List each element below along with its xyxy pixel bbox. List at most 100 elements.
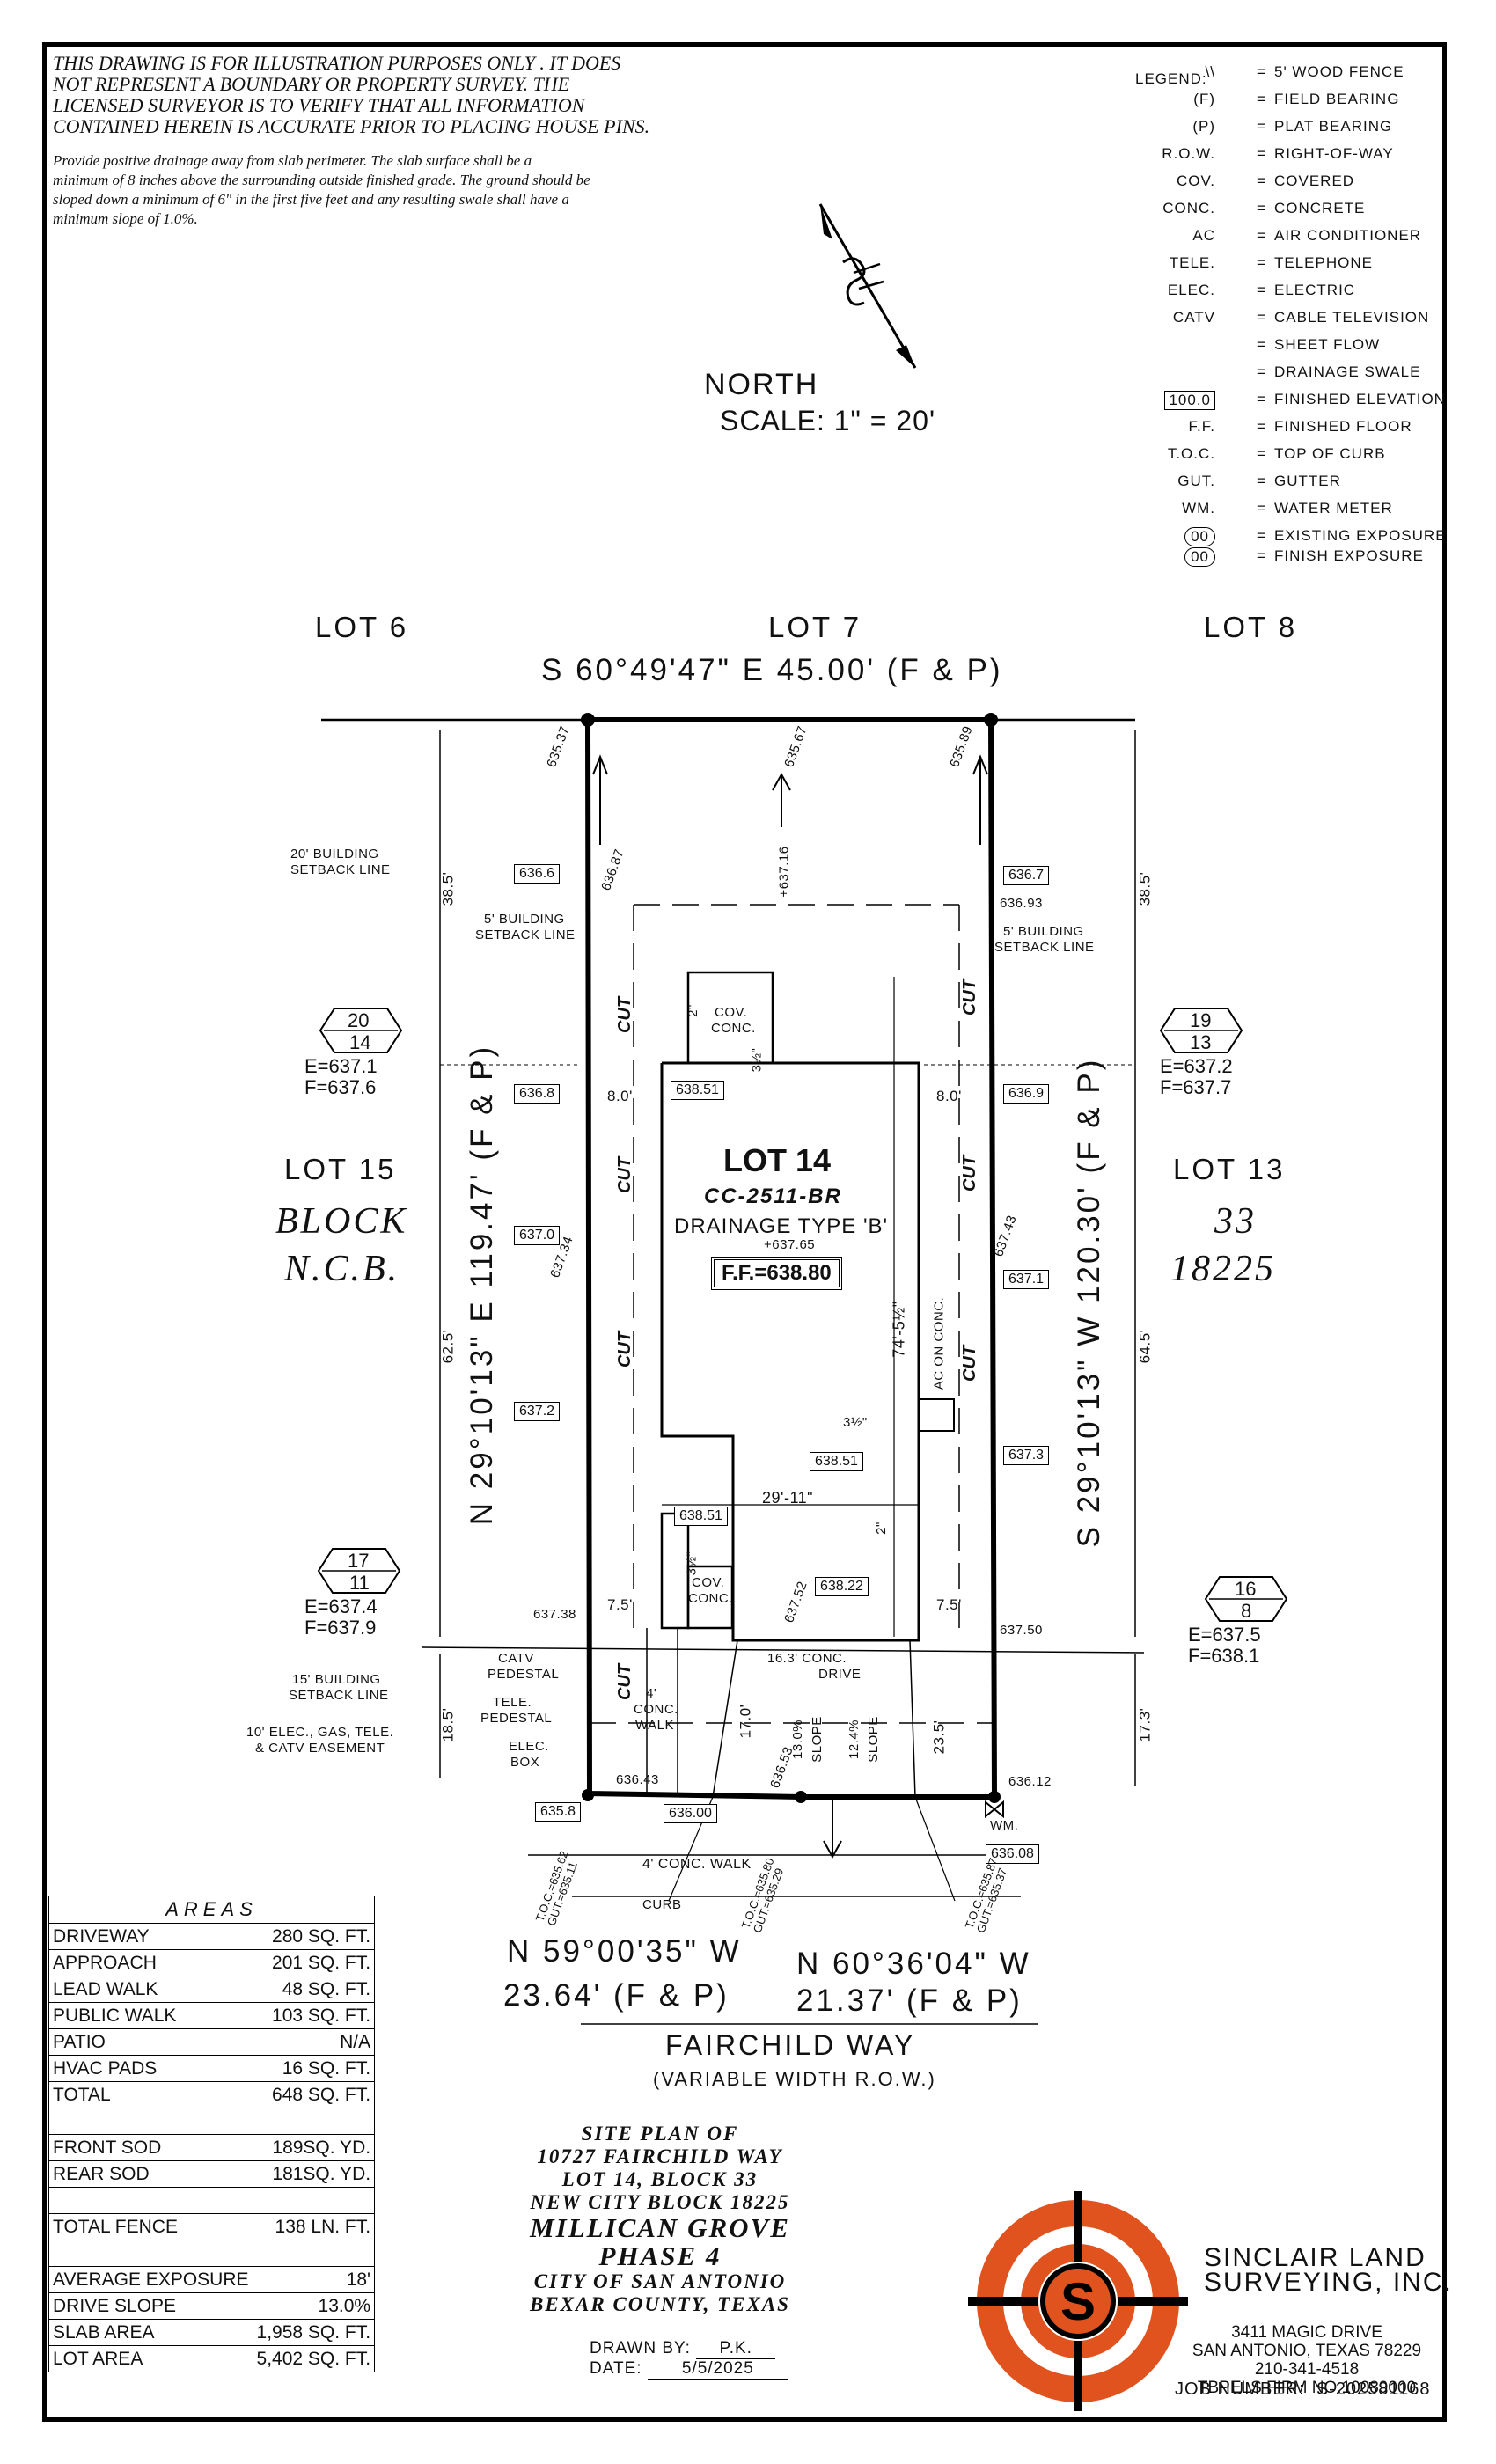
- legend-definition: CABLE TELEVISION: [1274, 309, 1430, 326]
- legend-row: =DRAINAGE SWALE: [1089, 363, 1459, 391]
- areas-value: N/A: [252, 2028, 376, 2056]
- dimension: 29'-11": [762, 1489, 814, 1507]
- areas-value: 1,958 SQ. FT.: [252, 2319, 376, 2346]
- elevation-box: 637.3: [1003, 1446, 1050, 1465]
- exposure-existing: 20: [348, 1009, 370, 1031]
- drive-note: 16.3' CONC.: [767, 1651, 847, 1666]
- ac-note: AC ON CONC.: [931, 1296, 947, 1390]
- bearing-left: N 29°10'13" E 119.47' (F & P): [465, 1044, 499, 1526]
- scale-label: SCALE: 1" = 20': [720, 405, 936, 436]
- tele-note: PEDESTAL: [480, 1711, 553, 1726]
- legend-symbol: CATV: [1172, 309, 1215, 326]
- areas-value: 201 SQ. FT.: [252, 1949, 376, 1976]
- elevation-box: 638.51: [674, 1507, 728, 1526]
- cov-note: COV.: [715, 1005, 748, 1020]
- bearing-bottom-left-1: N 59°00'35" W: [507, 1934, 742, 1969]
- elevation-box: 636.00: [664, 1804, 717, 1823]
- legend-row: R.O.W.=RIGHT-OF-WAY: [1089, 145, 1459, 172]
- elevation-box: 635.8: [535, 1802, 582, 1822]
- legend-definition: COVERED: [1274, 172, 1355, 189]
- exposure-existing: 17: [348, 1550, 370, 1572]
- company-name-line: SINCLAIR LAND: [1204, 2243, 1426, 2272]
- spot-elevation: 636.12: [1008, 1774, 1052, 1789]
- job-number: JOB NUMBER: S-202581168: [1175, 2380, 1431, 2399]
- dimension: 7.5': [607, 1596, 633, 1613]
- disclaimer-line: THIS DRAWING IS FOR ILLUSTRATION PURPOSE…: [53, 52, 621, 74]
- legend-equals: =: [1257, 282, 1266, 298]
- setback-note: 5' BUILDING: [484, 912, 565, 927]
- lot8-label: LOT 8: [1204, 611, 1298, 643]
- slope-note: 12.4%: [847, 1719, 862, 1760]
- drawing-sheet: [42, 42, 1447, 2422]
- dimension: 3½": [749, 1047, 765, 1073]
- disclaimer-line: CONTAINED HEREIN IS ACCURATE PRIOR TO PL…: [53, 115, 650, 137]
- areas-label: SLAB AREA: [48, 2319, 253, 2346]
- spot-elevation: 636.43: [616, 1772, 659, 1787]
- areas-label: TOTAL FENCE: [48, 2213, 253, 2240]
- areas-value: 48 SQ. FT.: [252, 1976, 376, 2003]
- existing-elev: E=637.1: [304, 1055, 378, 1077]
- areas-label: FRONT SOD: [48, 2134, 253, 2161]
- title-line: LOT 14, BLOCK 33: [561, 2168, 759, 2190]
- legend-symbol: CONC.: [1162, 200, 1215, 216]
- legend-row: AC=AIR CONDITIONER: [1089, 227, 1459, 254]
- areas-label: DRIVEWAY: [48, 1923, 253, 1950]
- bearing-right: S 29°10'13" W 120.30' (F & P): [1072, 1057, 1106, 1548]
- spot-elevation: +637.16: [776, 846, 792, 898]
- company-name: SINCLAIR LAND SURVEYING, INC.: [1204, 2243, 1453, 2296]
- easement-note: 10' ELEC., GAS, TELE.: [246, 1725, 394, 1740]
- bearing-bottom-right-1: N 60°36'04" W: [796, 1947, 1031, 1981]
- address-line: SAN ANTONIO, TEXAS 78229: [1192, 2342, 1422, 2360]
- cut-label: CUT: [960, 979, 980, 1016]
- legend-definition: AIR CONDITIONER: [1274, 227, 1422, 244]
- legend-definition: FINISH EXPOSURE: [1274, 547, 1424, 564]
- legend-row: TELE.=TELEPHONE: [1089, 254, 1459, 282]
- setback-note: SETBACK LINE: [289, 1688, 389, 1703]
- water-meter-label: WM.: [990, 1818, 1019, 1833]
- dimension: 62.5': [439, 1329, 457, 1364]
- walk-note: WALK: [635, 1718, 674, 1733]
- elevation-box: 636.9: [1003, 1084, 1050, 1104]
- setback-note: SETBACK LINE: [290, 862, 391, 877]
- finish-elev: F=637.9: [304, 1617, 377, 1639]
- areas-value: [252, 2108, 376, 2135]
- lot14-drainage: DRAINAGE TYPE 'B': [674, 1214, 889, 1238]
- areas-value: 138 LN. FT.: [252, 2213, 376, 2240]
- legend-definition: EXISTING EXPOSURE: [1274, 527, 1447, 544]
- setback-note: SETBACK LINE: [994, 940, 1095, 955]
- lot6-label: LOT 6: [315, 611, 409, 643]
- bearing-top: S 60°49'47" E 45.00' (F & P): [541, 653, 1003, 687]
- setback-note: 5' BUILDING: [1003, 924, 1084, 939]
- setback-note: 15' BUILDING: [292, 1672, 381, 1687]
- exposure-finish: 11: [349, 1572, 370, 1594]
- title-line: 10727 FAIRCHILD WAY: [537, 2145, 783, 2167]
- drainage-line: Provide positive drainage away from slab…: [53, 152, 532, 169]
- dimension: 64.5': [1136, 1329, 1154, 1364]
- legend-symbol: WM.: [1182, 500, 1215, 517]
- legend-equals: =: [1257, 418, 1266, 435]
- spot-elevation: 637.50: [1000, 1623, 1043, 1638]
- legend-row: WM.=WATER METER: [1089, 500, 1459, 527]
- block-number: 33: [1214, 1201, 1257, 1242]
- legend-symbol: \\: [1205, 63, 1215, 80]
- block-label: BLOCK: [275, 1201, 408, 1242]
- elevation-box: 636.08: [986, 1844, 1039, 1864]
- legend-symbol: R.O.W.: [1162, 145, 1215, 162]
- ncb-number: 18225: [1170, 1249, 1276, 1289]
- areas-label: PUBLIC WALK: [48, 2002, 253, 2029]
- company-address: 3411 MAGIC DRIVE SAN ANTONIO, TEXAS 7822…: [1175, 2323, 1439, 2397]
- dimension: 3½": [684, 1551, 700, 1576]
- cut-label: CUT: [615, 1331, 635, 1368]
- phone-line: 210-341-4518: [1254, 2360, 1360, 2379]
- legend-equals: =: [1257, 91, 1266, 107]
- legend-row: CATV=CABLE TELEVISION: [1089, 309, 1459, 336]
- legend-equals: =: [1257, 254, 1266, 271]
- title-line: PHASE 4: [598, 2240, 722, 2271]
- cov-note: COV.: [692, 1575, 725, 1590]
